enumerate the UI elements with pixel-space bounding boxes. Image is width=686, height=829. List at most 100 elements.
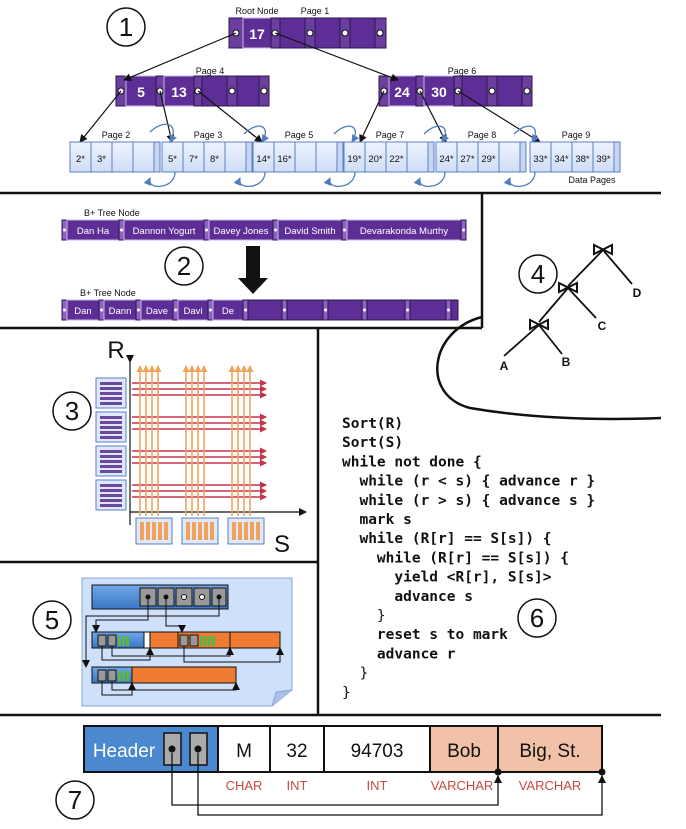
- leaf-page-label: Page 7: [376, 130, 405, 140]
- leaf-next-pointer: [519, 141, 527, 173]
- s-tuple: [210, 522, 214, 540]
- node-empty-cell: [327, 299, 363, 321]
- leaf-key: 8*: [210, 154, 219, 165]
- node-key: Dave: [146, 306, 168, 317]
- leaf-page: Page 719*20*22*: [343, 130, 435, 173]
- field-type-2: INT: [287, 778, 308, 793]
- node-pointer-dot: [63, 308, 66, 312]
- s-pages: [135, 517, 265, 545]
- page6-key-2: 30: [431, 84, 447, 100]
- leaf-page-label: Page 2: [102, 130, 131, 140]
- panel-1-bplus-tree: 1 Root Node Page 1 17 Page 4: [69, 6, 621, 187]
- node-key: Davey Jones: [214, 226, 269, 237]
- s-tuple: [186, 522, 190, 540]
- relation-c: C: [598, 319, 607, 333]
- r-tuple: [100, 470, 122, 473]
- leaf-key: 16*: [277, 154, 292, 165]
- panel-4-number: 4: [531, 259, 545, 289]
- page4-key-2: 13: [171, 84, 187, 100]
- field-type-4: VARCHAR: [431, 778, 494, 793]
- field-box-2: [269, 725, 325, 773]
- root-key: 17: [249, 26, 265, 42]
- field-value-4: Bob: [447, 741, 481, 762]
- r-tuple: [100, 421, 122, 424]
- leaf-page-label: Page 8: [468, 130, 497, 140]
- panel-4-join-tree: 4 A B C D: [500, 243, 642, 373]
- leaf-next-pointer: [427, 141, 435, 173]
- data-pages-label: Data Pages: [568, 175, 616, 185]
- node-pointer-dot: [100, 308, 103, 312]
- leaf-page: Page 824*27*29*: [435, 130, 527, 173]
- code-line: }: [342, 666, 368, 682]
- r-tuple: [100, 494, 122, 497]
- node-pointer-dot: [209, 308, 212, 312]
- leaf-page-label: Page 9: [562, 130, 591, 140]
- r-tuple: [100, 504, 122, 507]
- node-empty-cell: [286, 299, 324, 321]
- node-pointer-dot: [63, 228, 66, 232]
- leaf-slot: [406, 141, 429, 173]
- code-line: Sort(R): [342, 416, 403, 432]
- s-tuple: [146, 522, 150, 540]
- page4-label: Page 4: [196, 66, 225, 76]
- s-page: [135, 517, 173, 545]
- node-pointer-dot: [205, 228, 208, 232]
- node-pointer-dot: [447, 308, 450, 312]
- bottom-node-label: B+ Tree Node: [80, 288, 136, 298]
- code-line: advance s: [342, 589, 473, 605]
- r-page: [95, 411, 127, 443]
- r-tuple: [100, 431, 122, 434]
- node-key: Dann: [109, 306, 132, 317]
- node-pointer-dot: [174, 308, 177, 312]
- field-value-3: 94703: [351, 741, 404, 762]
- r-tuple: [100, 484, 122, 487]
- s-tuple: [198, 522, 202, 540]
- node-pointer-dot: [283, 308, 286, 312]
- leaf-next-pointer: [613, 141, 621, 173]
- node-pointer-dot: [343, 228, 346, 232]
- panel-1-number-circle: [106, 7, 146, 47]
- record-2: [91, 666, 237, 684]
- leaf-pages: Page 22*3*Page 35*7*8*Page 514*16*Page 7…: [69, 130, 621, 173]
- panel-6-number: 6: [530, 603, 544, 633]
- s-tuple: [244, 522, 248, 540]
- record-pointers: [82, 597, 284, 696]
- r-tuple: [100, 416, 122, 419]
- leaf-key: 7*: [189, 154, 198, 165]
- leaf-key: 22*: [389, 154, 404, 165]
- panel-6-number-circle: [517, 598, 557, 638]
- code-line: reset s to mark: [342, 627, 508, 643]
- join-icon-3: [529, 318, 549, 331]
- s-tuple: [250, 522, 254, 540]
- panel-5-number: 5: [45, 605, 59, 635]
- r-page: [95, 445, 127, 477]
- code-block: Sort(R)Sort(S)while not done { while (r …: [342, 416, 595, 701]
- s-tuple: [158, 522, 162, 540]
- node-empty-cell: [247, 299, 283, 321]
- panel-6-sort-merge-code: Sort(R)Sort(S)while not done { while (r …: [342, 416, 595, 701]
- panel-5-record-layout: 5: [32, 577, 293, 707]
- r-page: [95, 377, 127, 409]
- node-pointer-dot: [120, 228, 123, 232]
- code-line: Sort(S): [342, 435, 403, 451]
- panel-2-number-circle: [164, 246, 204, 286]
- panel-3-number: 3: [65, 396, 79, 426]
- leaf-key: 34*: [554, 154, 569, 165]
- panel-5-number-circle: [32, 600, 72, 640]
- r-pages: [95, 377, 127, 511]
- node-pointer-dot: [137, 308, 140, 312]
- node-pointer-dot: [462, 228, 465, 232]
- node-pointer-dot: [363, 308, 366, 312]
- field-type-3: INT: [367, 778, 388, 793]
- header-label: Header: [93, 741, 156, 762]
- node-key: Dan Ha: [77, 226, 110, 237]
- leaf-slot: [111, 141, 134, 173]
- leaf-key: 2*: [76, 154, 85, 165]
- join-icon-1: [593, 243, 613, 256]
- leaf-key: 19*: [347, 154, 362, 165]
- r-tuple: [100, 489, 122, 492]
